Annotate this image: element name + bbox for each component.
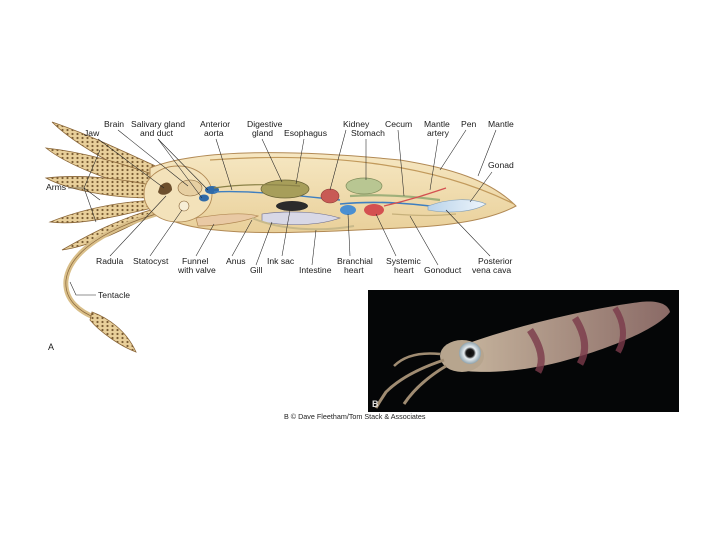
branchial-heart-shape bbox=[340, 205, 356, 215]
label-intestine: Intestine bbox=[299, 265, 332, 275]
label-tentacle: Tentacle bbox=[98, 290, 130, 300]
label-funnel-2: with valve bbox=[177, 265, 216, 275]
label-systemic-heart-2: heart bbox=[394, 265, 414, 275]
label-stomach: Stomach bbox=[351, 128, 385, 138]
digestive-gland-shape bbox=[261, 180, 309, 198]
label-mantle-artery-2: artery bbox=[427, 128, 450, 138]
label-digestive-gland-2: gland bbox=[252, 128, 273, 138]
label-gonoduct: Gonoduct bbox=[424, 265, 462, 275]
kidney-shape bbox=[321, 189, 339, 203]
label-brain: Brain bbox=[104, 119, 124, 129]
label-posterior-vena-cava-2: vena cava bbox=[472, 265, 511, 275]
head bbox=[144, 166, 212, 222]
photo-eye bbox=[459, 342, 481, 364]
statocyst-shape bbox=[179, 201, 189, 211]
label-mantle: Mantle bbox=[488, 119, 514, 129]
squid-photo: B bbox=[368, 290, 679, 412]
label-pen: Pen bbox=[461, 119, 477, 129]
ink-sac-shape bbox=[276, 201, 308, 211]
label-esophagus: Esophagus bbox=[284, 128, 327, 138]
label-gonad: Gonad bbox=[488, 160, 514, 170]
label-branchial-heart-2: heart bbox=[344, 265, 364, 275]
stomach-shape bbox=[346, 178, 382, 194]
label-anus: Anus bbox=[226, 256, 246, 266]
label-salivary-2: and duct bbox=[140, 128, 174, 138]
panel-label-a: A bbox=[48, 342, 54, 352]
label-gill: Gill bbox=[250, 265, 263, 275]
label-anterior-aorta-2: aorta bbox=[204, 128, 224, 138]
label-cecum: Cecum bbox=[385, 119, 412, 129]
systemic-heart-shape bbox=[364, 204, 384, 216]
label-statocyst: Statocyst bbox=[133, 256, 169, 266]
label-radula: Radula bbox=[96, 256, 123, 266]
label-arms: Arms bbox=[46, 182, 66, 192]
label-jaw: Jaw bbox=[84, 128, 100, 138]
panel-label-b: B bbox=[372, 399, 379, 409]
photo-credit: B © Dave Fleetham/Tom Stack & Associates bbox=[284, 412, 426, 421]
label-ink-sac: Ink sac bbox=[267, 256, 295, 266]
